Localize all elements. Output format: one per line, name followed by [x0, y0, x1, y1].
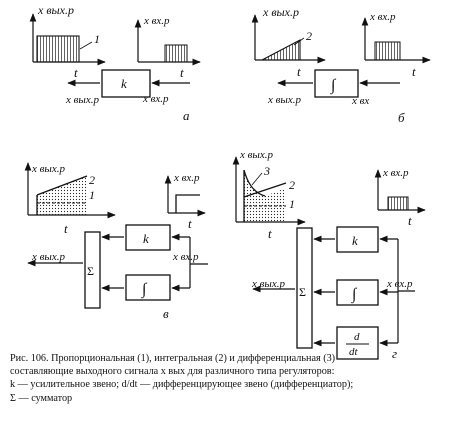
panel-a-block-diagram: k x вых.р x вх.р а [65, 69, 190, 123]
panel-v-input-ylabel: x вх.р [173, 172, 200, 184]
panel-b-block-diagram: ∫ x вых.р x вх б [267, 69, 405, 125]
panel-g-gain-label: k [352, 233, 358, 248]
panel-b-letter: б [398, 110, 405, 125]
panel-g-t1: t [268, 226, 272, 241]
panel-v-curve-2-label: 2 [89, 173, 95, 187]
panel-v-in-signal: x вх.р [172, 251, 199, 263]
panel-g-t2: t [408, 213, 412, 228]
caption-line-1: Рис. 106. Пропорциональная (1), интеграл… [10, 353, 336, 364]
panel-g-block-diagram: Σ k ∫ d dt x вых.р x вх.р г [251, 226, 415, 360]
panel-a-t2: t [180, 65, 184, 80]
panel-g-output-graph: x вых.р 3 2 1 t [232, 149, 306, 241]
panel-b-in-signal: x вх [351, 95, 369, 107]
panel-v-letter: в [163, 306, 169, 321]
panel-g-summator-label: Σ [299, 285, 306, 299]
panel-g-out-signal: x вых.р [251, 278, 285, 290]
panel-v-block-diagram: Σ k ∫ x вых.р x вх.р в [27, 224, 208, 321]
panel-g-summator [296, 227, 313, 349]
integral-response-area [261, 39, 301, 61]
panel-g-diff-denominator: dt [349, 346, 359, 358]
panel-v: x вых.р 2 1 t x вх.р t Σ k ∫ x вых. [24, 162, 208, 321]
panel-a-in-signal: x вх.р [142, 93, 169, 105]
panel-a: x вых.р 1 t x вх.р t k x вых.р x вх.р а [29, 3, 201, 123]
panel-b-integrator-block [314, 69, 359, 98]
panel-g-integrator-block [336, 279, 379, 306]
panel-a-output-ylabel: x вых.р [37, 3, 74, 17]
panel-g-curve-3-label: 3 [263, 164, 270, 178]
panel-a-input-graph: x вх.р t [134, 15, 201, 80]
panel-v-gain-label: k [143, 231, 149, 246]
panel-g-differentiator-block [336, 326, 379, 360]
panel-b-integrator-label: ∫ [330, 77, 337, 95]
proportional-response-area [36, 35, 80, 63]
panel-v-t2: t [188, 216, 192, 231]
caption-line-3: k — усилительное звено; d/dt — дифференц… [10, 379, 354, 391]
panel-g-curve-1-label: 1 [289, 197, 295, 211]
panel-a-t1: t [74, 65, 78, 80]
panel-g: x вых.р 3 2 1 t x вх.р t Σ k ∫ d dt [232, 149, 426, 360]
panel-v-output-graph: x вых.р 2 1 t [24, 162, 116, 236]
panel-g-input-graph: x вх.р t [374, 167, 426, 228]
figure-106: x вых.р 1 t x вх.р t k x вых.р x вх.р а [24, 3, 431, 360]
panel-g-gain-block [336, 226, 379, 253]
panel-b-out-signal: x вых.р [267, 94, 301, 106]
figure-caption: Рис. 106. Пропорциональная (1), интеграл… [10, 352, 448, 405]
panel-v-output-ylabel: x вых.р [31, 163, 65, 175]
panel-g-integrator-label: ∫ [351, 286, 358, 304]
panel-b-output-graph: x вых.р 2 t [251, 5, 326, 79]
panel-v-summator-label: Σ [87, 264, 94, 278]
panel-a-curve-1-label: 1 [94, 32, 100, 46]
panel-b-curve-2-label: 2 [306, 29, 312, 43]
panel-b-input-ylabel: x вх.р [369, 11, 396, 23]
panel-v-integrator-label: ∫ [141, 281, 148, 299]
panel-b-t1: t [297, 64, 301, 79]
panel-v-t1: t [64, 221, 68, 236]
panel-b-output-ylabel: x вых.р [262, 5, 299, 19]
panel-v-out-signal: x вых.р [31, 251, 65, 263]
panel-v-input-graph: x вх.р t [164, 172, 206, 231]
panel-b-input-graph: x вх.р t [361, 11, 431, 79]
panel-a-input-ylabel: x вх.р [143, 15, 170, 27]
panel-g-letter: г [392, 346, 397, 360]
panel-a-letter: а [183, 108, 190, 123]
panel-g-curve-2-label: 2 [289, 178, 295, 192]
panel-a-output-graph: x вых.р 1 t [29, 3, 106, 80]
panel-g-in-signal: x вх.р [386, 278, 413, 290]
panel-g-diff-numerator: d [354, 331, 360, 343]
panel-a-gain-block [101, 69, 151, 98]
panel-g-input-ylabel: x вх.р [382, 167, 409, 179]
panel-a-out-signal: x вых.р [65, 94, 99, 106]
panel-g-output-ylabel: x вых.р [239, 149, 273, 161]
panel-v-integrator-block [125, 274, 171, 301]
caption-line-4: Σ — сумматор [10, 392, 73, 404]
panel-v-summator [84, 231, 101, 309]
panel-b: x вых.р 2 t x вх.р t ∫ x вых.р x вх б [251, 5, 431, 125]
panel-v-curve-1-label: 1 [89, 188, 95, 202]
panel-v-gain-block [125, 224, 171, 251]
caption-line-2: составляющие выходного сигнала x вых для… [10, 366, 335, 378]
panel-a-gain-label: k [121, 76, 127, 91]
panel-b-t2: t [412, 64, 416, 79]
